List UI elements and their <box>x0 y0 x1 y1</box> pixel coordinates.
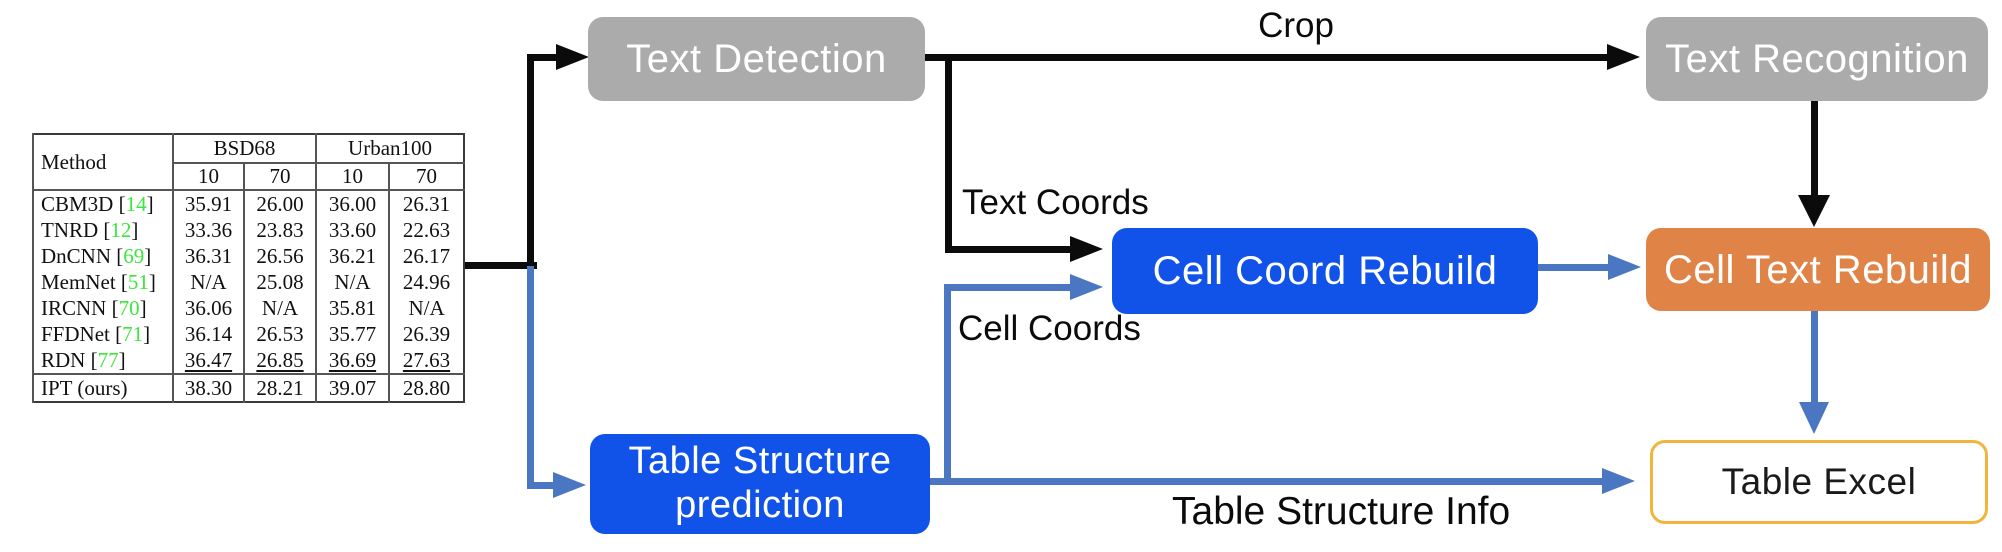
table-cell: 26.31 <box>388 190 465 217</box>
table-cell: 36.06 <box>172 295 244 321</box>
table-cell: 35.81 <box>315 295 390 321</box>
table-cell: 35.91 <box>172 190 244 217</box>
table-cell: 36.14 <box>172 321 244 347</box>
table-cell: 26.39 <box>388 321 465 347</box>
table-row: MemNet [51] N/A 25.08 N/A 24.96 <box>32 269 465 295</box>
citation-number: 51 <box>127 269 149 294</box>
table-cell: N/A <box>242 295 317 321</box>
citation-number: 70 <box>118 295 140 320</box>
edge-to-structure-hline <box>527 482 555 489</box>
table-cell: 33.36 <box>172 217 244 243</box>
table-cell: 36.69 <box>315 347 390 374</box>
table-cell: 26.17 <box>388 243 465 269</box>
node-table-excel: Table Excel <box>1650 440 1988 524</box>
edge-cell-coords-hline <box>944 284 1072 291</box>
edge-table-out-line <box>465 262 537 269</box>
table-cell: N/A <box>315 269 390 295</box>
table-header-group-urban100: Urban100 <box>315 134 465 164</box>
citation-number: 12 <box>110 217 132 242</box>
edge-to-text-detection-arrowhead <box>556 44 589 70</box>
edge-structure-info-line <box>930 478 1603 485</box>
citation-number: 69 <box>123 243 145 268</box>
citation-number: 14 <box>125 191 147 216</box>
benchmark-table: Method BSD68 Urban100 10 70 10 70 CBM3D … <box>32 133 466 403</box>
edge-text-coords-vline <box>945 57 952 253</box>
table-cell: 26.53 <box>242 321 317 347</box>
table-cell: N/A <box>388 295 465 321</box>
table-cell: N/A <box>172 269 244 295</box>
node-text-recognition: Text Recognition <box>1646 17 1988 101</box>
table-cell: DnCNN [69] <box>32 243 173 269</box>
table-cell: 35.77 <box>315 321 390 347</box>
table-cell: 36.31 <box>172 243 244 269</box>
citation-number: 71 <box>122 321 144 346</box>
table-header-row: Method BSD68 Urban100 <box>32 134 465 191</box>
node-table-structure-prediction: Table Structure prediction <box>590 434 930 534</box>
edge-to-text-detection-vline <box>527 54 534 269</box>
table-cell: MemNet [51] <box>32 269 173 295</box>
table-header-method: Method <box>32 134 173 191</box>
table-cell: 38.30 <box>172 373 244 402</box>
table-cell: IRCNN [70] <box>32 295 173 321</box>
edge-cell-coords-vline <box>944 287 951 482</box>
edge-recognition-down-line <box>1811 101 1818 197</box>
table-cell: 26.85 <box>242 347 317 374</box>
table-cell: RDN [77] <box>32 347 173 374</box>
table-cell: 26.00 <box>242 190 317 217</box>
table-cell: 24.96 <box>388 269 465 295</box>
table-row: IPT (ours) 38.30 28.21 39.07 28.80 <box>32 373 465 402</box>
edge-structure-info-arrowhead <box>1602 468 1635 494</box>
table-row: RDN [77] 36.47 26.85 36.69 27.63 <box>32 347 465 374</box>
table-cell: IPT (ours) <box>32 373 173 402</box>
node-cell-coord-rebuild: Cell Coord Rebuild <box>1112 228 1538 314</box>
table-cell: 26.56 <box>242 243 317 269</box>
table-subheader-cell: 10 <box>172 163 244 191</box>
table-subheader-cell: 70 <box>388 163 465 191</box>
table-cell: 27.63 <box>388 347 465 374</box>
table-header-group-bsd68: BSD68 <box>171 134 317 164</box>
table-cell: 36.47 <box>172 347 244 374</box>
citation-number: 77 <box>97 347 119 372</box>
table-cell: 36.00 <box>315 190 390 217</box>
table-cell: 28.21 <box>242 373 317 402</box>
edge-crop-line <box>925 54 1608 61</box>
table-cell: 28.80 <box>388 373 465 402</box>
node-cell-text-rebuild: Cell Text Rebuild <box>1646 228 1990 311</box>
edge-label-crop: Crop <box>1258 6 1334 45</box>
edge-crop-arrowhead <box>1607 44 1640 70</box>
edge-rebuild-to-excel-line <box>1811 311 1818 403</box>
table-subheader-row: 10 70 10 70 <box>33 163 465 191</box>
table-subheader-cell: 10 <box>315 163 390 191</box>
edge-coord-to-text-rebuild-line <box>1538 264 1610 271</box>
table-cell: 33.60 <box>315 217 390 243</box>
table-cell: CBM3D [14] <box>32 190 173 217</box>
table-cell: 23.83 <box>242 217 317 243</box>
table-row: FFDNet [71] 36.14 26.53 35.77 26.39 <box>32 321 465 347</box>
table-cell: 39.07 <box>315 373 390 402</box>
table-cell: 22.63 <box>388 217 465 243</box>
table-cell: FFDNet [71] <box>32 321 173 347</box>
edge-label-table-structure-info: Table Structure Info <box>1172 490 1511 533</box>
edge-to-structure-arrowhead <box>553 472 586 498</box>
table-cell: 36.21 <box>315 243 390 269</box>
edge-text-coords-hline <box>945 246 1072 253</box>
edge-label-text-coords: Text Coords <box>962 183 1149 222</box>
table-row: CBM3D [14] 35.91 26.00 36.00 26.31 <box>32 190 465 217</box>
table-row: DnCNN [69] 36.31 26.56 36.21 26.17 <box>32 243 465 269</box>
edge-coord-to-text-rebuild-arrowhead <box>1608 254 1641 280</box>
edge-rebuild-to-excel-arrowhead <box>1799 402 1829 434</box>
table-row: IRCNN [70] 36.06 N/A 35.81 N/A <box>32 295 465 321</box>
edge-text-coords-arrowhead <box>1070 236 1103 262</box>
table-cell: TNRD [12] <box>32 217 173 243</box>
edge-recognition-down-arrowhead <box>1798 195 1830 227</box>
edge-to-text-detection-hline <box>527 54 558 61</box>
table-subheader-cell: 70 <box>242 163 317 191</box>
edge-cell-coords-arrowhead <box>1070 274 1103 300</box>
edge-label-cell-coords: Cell Coords <box>958 309 1141 348</box>
table-row: TNRD [12] 33.36 23.83 33.60 22.63 <box>32 217 465 243</box>
node-text-detection: Text Detection <box>588 17 925 101</box>
edge-to-structure-vline <box>527 266 534 489</box>
table-cell: 25.08 <box>242 269 317 295</box>
